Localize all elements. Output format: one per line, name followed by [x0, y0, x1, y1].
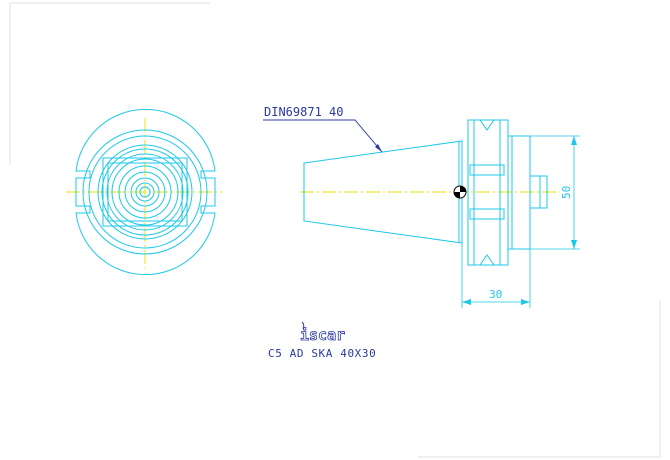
collar	[507, 135, 531, 250]
title-block: iscar C5 AD SKA 40X30	[268, 321, 376, 360]
bore-ring-5	[139, 186, 151, 198]
dimension-length-label: 30	[489, 288, 502, 301]
leader-label: DIN69871 40	[264, 105, 343, 119]
dimension-diameter: 50	[530, 135, 580, 250]
leader-line	[263, 119, 383, 153]
key-square-inner	[107, 162, 183, 222]
leader-arrow	[375, 144, 382, 152]
logo-text: iscar	[300, 326, 345, 344]
v-groove-bottom	[479, 254, 495, 266]
iscar-logo: iscar	[300, 321, 346, 344]
body-ring-1	[97, 144, 193, 240]
bore-ring-2	[124, 171, 166, 213]
dimension-diameter-label: 50	[560, 186, 573, 199]
bore-ring-1	[118, 165, 172, 219]
bore-ring-4	[135, 182, 155, 202]
part-caption: C5 AD SKA 40X30	[268, 347, 376, 360]
dimension-length: 30	[461, 243, 531, 308]
v-groove-top	[479, 119, 495, 131]
flange-groove-inner	[88, 135, 202, 249]
sheet-frame	[9, 2, 661, 458]
body-ring-4	[111, 158, 179, 226]
flange-groove-outer	[82, 129, 208, 255]
bore-ring-3	[130, 177, 160, 207]
retention-knob	[529, 175, 548, 209]
side-view: DIN69871 40 50 30	[263, 105, 580, 308]
front-view	[66, 108, 222, 276]
center-marker	[453, 185, 467, 199]
drive-slot-bottom	[469, 208, 505, 220]
body-ring-3	[106, 153, 184, 231]
flange-outer-contour	[75, 108, 216, 276]
key-square-outer	[102, 157, 188, 227]
drive-slot-top	[469, 164, 505, 176]
body-ring-2	[101, 148, 189, 236]
